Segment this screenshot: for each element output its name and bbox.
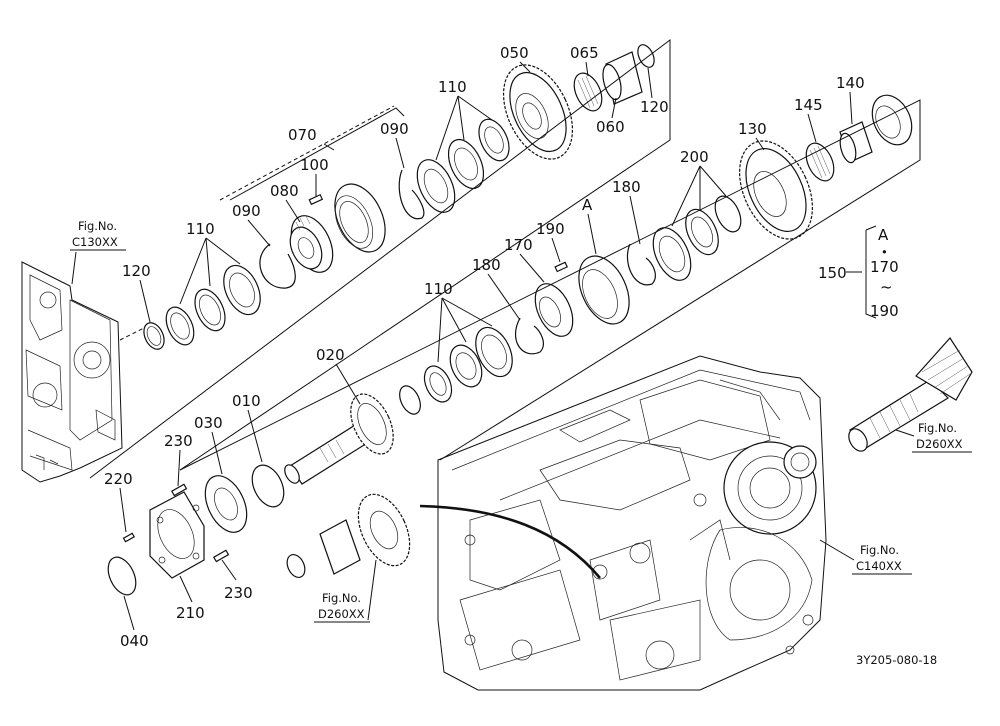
- shifter-070: [334, 183, 386, 253]
- svg-text:D260XX: D260XX: [916, 437, 963, 451]
- snap-ring-120: [143, 322, 165, 350]
- label-A-ref: A: [878, 226, 889, 244]
- leader-lines: [119, 61, 877, 631]
- bearing-030: [204, 475, 248, 533]
- label-100: 100: [300, 156, 329, 174]
- label-020: 020: [316, 346, 345, 364]
- svg-text:Fig.No.: Fig.No.: [78, 219, 117, 233]
- label-010: 010: [232, 392, 261, 410]
- idler-gear-d260: [286, 493, 411, 578]
- label-110-mid: 110: [424, 280, 453, 298]
- svg-text:D260XX: D260XX: [318, 607, 365, 621]
- spring-ring-180-mid: [515, 317, 544, 355]
- label-230-top: 230: [164, 432, 193, 450]
- gear-130: [739, 140, 813, 240]
- figref-d260-left: Fig.No. D260XX: [314, 559, 377, 623]
- figref-c130: Fig.No. C130XX: [70, 219, 126, 285]
- spring-ring-090-right: [398, 169, 425, 220]
- label-170: 170: [504, 236, 533, 254]
- label-tilde: ~: [880, 278, 893, 296]
- gear-050: [502, 64, 574, 160]
- key-190: [554, 261, 568, 273]
- part-labels: 050 065 120 060 110 070 090 100 080 090 …: [104, 44, 899, 650]
- pin-220: [122, 532, 136, 543]
- drawing-code: 3Y205-080-18: [856, 653, 937, 667]
- coupler-hub-080: [289, 215, 334, 273]
- label-090-top: 090: [380, 120, 409, 138]
- label-080: 080: [270, 182, 299, 200]
- label-190: 190: [536, 220, 565, 238]
- label-040: 040: [120, 632, 149, 650]
- svg-text:C140XX: C140XX: [856, 559, 902, 573]
- spring-ring-180-top: [626, 243, 656, 286]
- bolt-230-lower: [212, 549, 230, 563]
- synchro-rings-110-mid: [399, 326, 513, 415]
- right-housing: [437, 355, 827, 691]
- label-180-mid: 180: [472, 256, 501, 274]
- collar-140: [839, 121, 873, 164]
- label-210: 210: [176, 604, 205, 622]
- synchro-rings-200: [652, 195, 742, 281]
- label-dot: •: [881, 245, 888, 259]
- label-200: 200: [680, 148, 709, 166]
- label-140: 140: [836, 74, 865, 92]
- label-A-top: A: [582, 196, 593, 214]
- spring-ring-090-left: [259, 243, 296, 289]
- snap-ring-010: [251, 464, 285, 508]
- drive-shaft-line: [419, 504, 601, 579]
- label-060: 060: [596, 118, 625, 136]
- bolt-230-upper: [170, 483, 188, 497]
- shifter-A: [578, 255, 630, 325]
- label-220: 220: [104, 470, 133, 488]
- label-180-top: 180: [612, 178, 641, 196]
- label-120-left: 120: [122, 262, 151, 280]
- left-housing: [21, 261, 151, 483]
- snap-ring-120-top: [637, 44, 655, 68]
- label-190-ref: 190: [870, 302, 899, 320]
- svg-text:Fig.No.: Fig.No.: [322, 591, 361, 605]
- bearing-holder-210: [149, 491, 205, 579]
- key-100: [308, 193, 324, 206]
- label-110-left: 110: [186, 220, 215, 238]
- collar-060: [602, 51, 643, 105]
- needle-bearing-145: [805, 142, 835, 182]
- svg-text:C130XX: C130XX: [72, 235, 118, 249]
- figref-c140: Fig.No. C140XX: [819, 539, 912, 575]
- label-230-bot: 230: [224, 584, 253, 602]
- label-050: 050: [500, 44, 529, 62]
- label-070: 070: [288, 126, 317, 144]
- figref-d260-right: Fig.No. D260XX: [895, 421, 972, 453]
- label-130: 130: [738, 120, 767, 138]
- label-030: 030: [194, 414, 223, 432]
- label-150: 150: [818, 264, 847, 282]
- svg-text:Fig.No.: Fig.No.: [918, 421, 957, 435]
- main-shaft-020: [284, 393, 394, 485]
- label-065: 065: [570, 44, 599, 62]
- label-090-left: 090: [232, 202, 261, 220]
- synchro-rings-110-left: [165, 264, 261, 346]
- bevel-pinion-shaft: [848, 337, 973, 452]
- label-110-top: 110: [438, 78, 467, 96]
- snap-ring-040: [107, 556, 137, 596]
- label-120-top: 120: [640, 98, 669, 116]
- label-145: 145: [794, 96, 823, 114]
- bearing-right: [871, 94, 913, 146]
- label-170-ref: 170: [870, 258, 899, 276]
- needle-bearing-065: [573, 72, 603, 112]
- svg-text:Fig.No.: Fig.No.: [860, 543, 899, 557]
- synchro-rings-110-top: [416, 118, 510, 213]
- hub-170: [534, 283, 574, 337]
